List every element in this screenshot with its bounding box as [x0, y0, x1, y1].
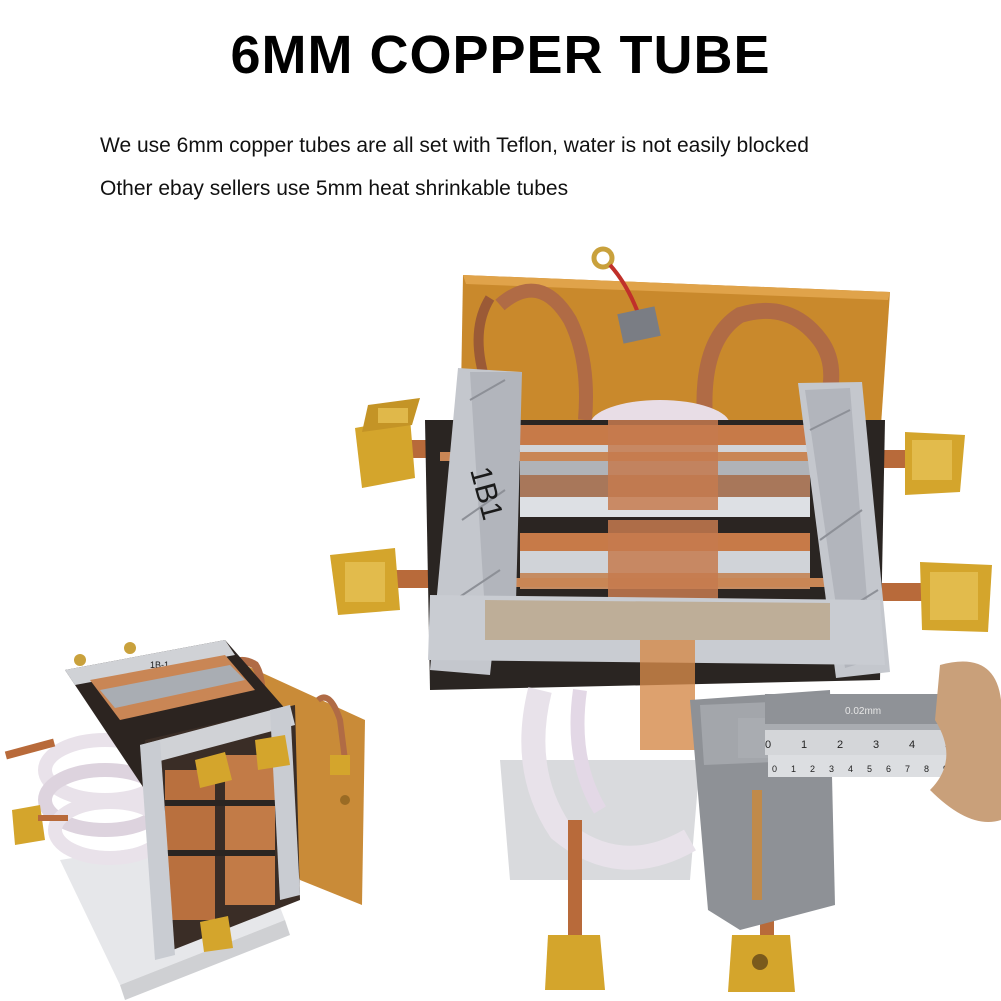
page-title: 6MM COPPER TUBE	[230, 25, 771, 85]
vernier-scale-number: 3	[829, 764, 834, 774]
vernier-scale-number: 7	[905, 764, 910, 774]
vernier-scale-number: 8	[924, 764, 929, 774]
vernier-scale-number: 6	[886, 764, 891, 774]
vernier-scale-number: 2	[810, 764, 815, 774]
inset-tag-text: 1B-1	[150, 660, 169, 670]
bottom-copper-pipe-left	[568, 820, 582, 950]
brass-fitting-top-left	[355, 398, 455, 488]
brass-fitting-bottom-right	[880, 562, 992, 632]
vernier-scale-number: 5	[867, 764, 872, 774]
copper-coil-left	[495, 283, 593, 421]
inset-brass-fitting-1	[195, 752, 232, 788]
inset-product-photo: 1B-1	[4, 640, 365, 1000]
brass-fitting-bottom-1	[545, 935, 605, 990]
hand	[930, 661, 1001, 822]
caliper-scale-number: 0	[765, 739, 771, 751]
caliper-scale-number: 3	[873, 739, 879, 751]
inset-brass-fitting-3	[12, 805, 45, 845]
inset-brass-fitting-2	[255, 735, 290, 770]
brass-fitting-top-right	[860, 432, 965, 495]
vernier-scale-number: 1	[791, 764, 796, 774]
ring-terminal	[591, 246, 615, 270]
vernier-scale-number: 0	[772, 764, 777, 774]
copper-coil-right	[696, 302, 840, 421]
caliper-scale-number: 2	[837, 739, 843, 751]
teflon-hose-coil	[521, 687, 696, 870]
caliper-precision-label: 0.02mm	[845, 706, 881, 717]
capacitor	[617, 306, 661, 344]
caliper-scale-number: 1	[801, 739, 807, 751]
vernier-scale-number: 4	[848, 764, 853, 774]
description-line-2: Other ebay sellers use 5mm heat shrinkab…	[100, 177, 569, 200]
inset-brass-fitting-4	[200, 916, 233, 952]
description-line-1: We use 6mm copper tubes are all set with…	[100, 134, 809, 157]
caliper-scale-number: 4	[909, 739, 915, 751]
